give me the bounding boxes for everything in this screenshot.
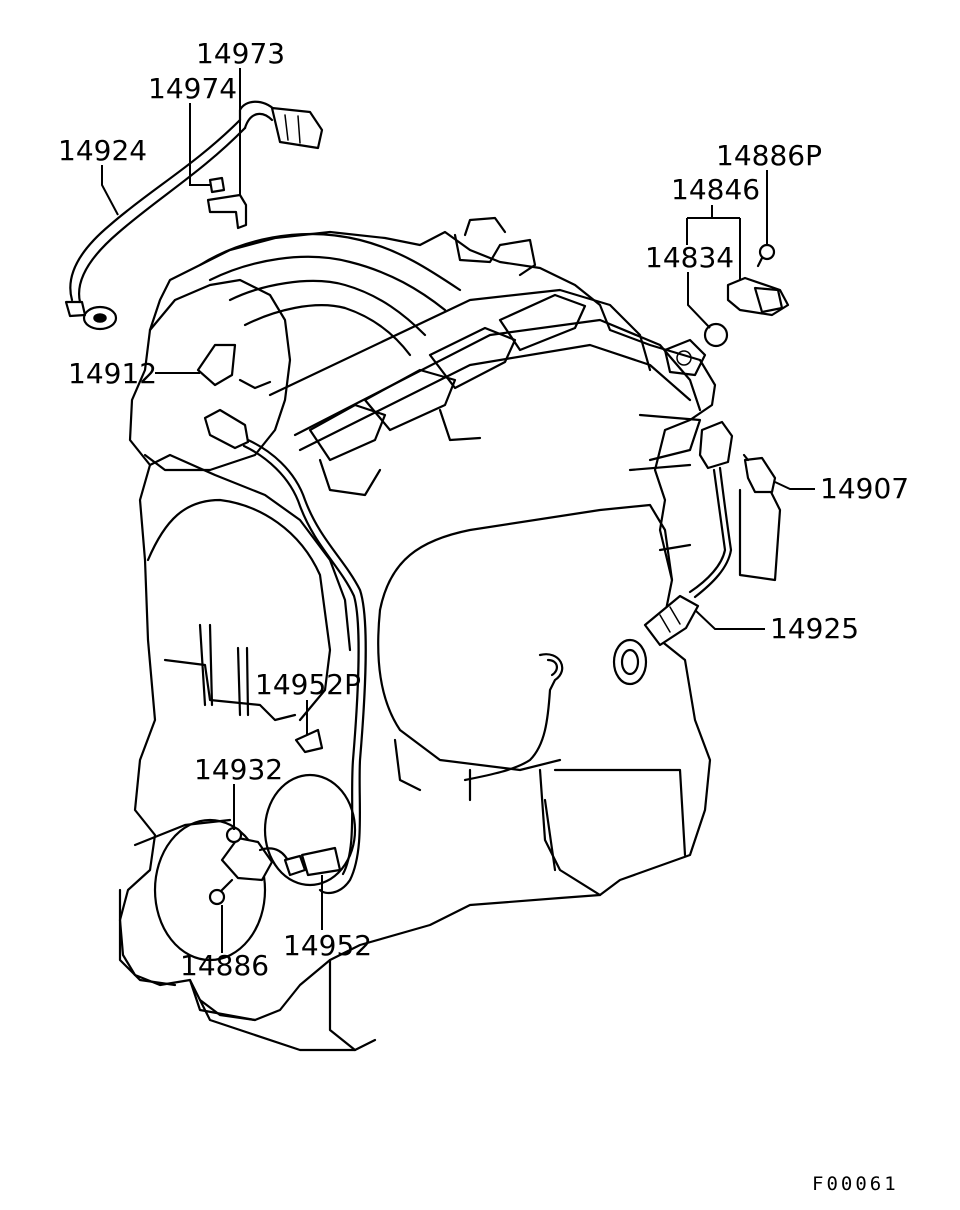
figure-code: F00061 [812, 1173, 899, 1195]
harness-clamp-14952 [300, 846, 342, 877]
label-14834: 14834 [645, 241, 734, 274]
cam-position-sensor [703, 243, 790, 348]
label-14886P: 14886P [716, 139, 822, 172]
label-14924: 14924 [58, 134, 147, 167]
label-14952: 14952 [283, 929, 372, 962]
label-14907: 14907 [820, 472, 909, 505]
label-14932: 14932 [194, 753, 283, 786]
crank-position-sensor [220, 826, 307, 882]
label-14952P: 14952P [255, 668, 361, 701]
temperature-sensor [742, 453, 777, 494]
oxygen-sensor [643, 420, 734, 647]
label-14912: 14912 [68, 357, 157, 390]
leader-lines [101, 68, 815, 953]
part-labels: 14973 14974 14924 14912 14886P 14846 148… [58, 37, 909, 1195]
knock-sensor-harness [64, 100, 324, 331]
bolt-14886 [208, 878, 234, 906]
sensor-bracket-14912 [196, 343, 272, 390]
label-14974: 14974 [148, 72, 237, 105]
label-14973: 14973 [196, 37, 285, 70]
label-14925: 14925 [770, 612, 859, 645]
sensor-harness-left [203, 408, 367, 895]
harness-clip-14952P [294, 728, 324, 754]
label-14846: 14846 [671, 173, 760, 206]
label-14886: 14886 [180, 949, 269, 982]
engine-block [118, 216, 782, 1052]
harness-bracket [206, 176, 248, 230]
